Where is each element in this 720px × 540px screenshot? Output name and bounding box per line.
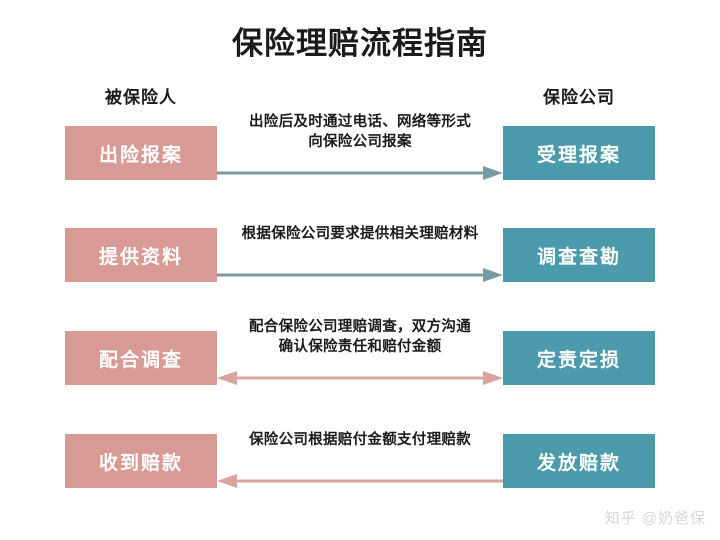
- arrow-right-icon: [217, 164, 503, 180]
- column-header-insurer: 保险公司: [543, 88, 615, 107]
- connector-description-line2: 向保险公司报案: [308, 134, 412, 150]
- flow-row: 出险报案 出险后及时通过电话、网络等形式 向保险公司报案 受理报案: [0, 114, 720, 180]
- process-box-left: 配合调查: [65, 331, 217, 385]
- flow-connector: 根据保险公司要求提供相关理赔材料: [217, 214, 503, 282]
- process-box-right: 定责定损: [503, 331, 655, 385]
- arrow-bidirectional-icon: [217, 369, 503, 385]
- connector-description-line1: 配合保险公司理赔调查，双方沟通: [249, 319, 471, 335]
- arrow-left-glyph: [217, 474, 503, 488]
- process-box-left: 出险报案: [65, 126, 217, 180]
- arrow-left-icon: [217, 472, 503, 488]
- connector-description-line1: 根据保险公司要求提供相关理赔材料: [241, 226, 479, 242]
- arrow-bidirectional-glyph: [217, 371, 503, 385]
- flow-row: 配合调查 配合保险公司理赔调查，双方沟通 确认保险责任和赔付金额 定责定损: [0, 319, 720, 385]
- connector-description-line2: 确认保险责任和赔付金额: [278, 339, 442, 355]
- connector-description-line1: 保险公司根据赔付金额支付理赔款: [249, 432, 471, 448]
- flow-row: 收到赔款 保险公司根据赔付金额支付理赔款 发放赔款: [0, 432, 720, 488]
- page-title: 保险理赔流程指南: [232, 26, 488, 61]
- arrow-right-glyph: [217, 268, 503, 282]
- arrow-right-icon: [217, 266, 503, 282]
- process-box-right: 发放赔款: [503, 434, 655, 488]
- process-box-left: 收到赔款: [65, 434, 217, 488]
- process-box-left: 提供资料: [65, 228, 217, 282]
- connector-description: 根据保险公司要求提供相关理赔材料: [217, 224, 503, 244]
- process-box-right: 调查查勘: [503, 228, 655, 282]
- connector-description: 配合保险公司理赔调查，双方沟通 确认保险责任和赔付金额: [217, 317, 503, 357]
- connector-description: 保险公司根据赔付金额支付理赔款: [217, 430, 503, 450]
- arrow-right-glyph: [217, 166, 503, 180]
- flow-connector: 配合保险公司理赔调查，双方沟通 确认保险责任和赔付金额: [217, 317, 503, 385]
- connector-description: 出险后及时通过电话、网络等形式 向保险公司报案: [217, 112, 503, 152]
- flow-row: 提供资料 根据保险公司要求提供相关理赔材料 调查查勘: [0, 226, 720, 282]
- watermark: 知乎 @奶爸保: [604, 510, 706, 527]
- column-header-insured: 被保险人: [105, 88, 177, 107]
- process-box-right: 受理报案: [503, 126, 655, 180]
- connector-description-line1: 出险后及时通过电话、网络等形式: [249, 114, 471, 130]
- flow-connector: 保险公司根据赔付金额支付理赔款: [217, 420, 503, 488]
- flow-connector: 出险后及时通过电话、网络等形式 向保险公司报案: [217, 112, 503, 180]
